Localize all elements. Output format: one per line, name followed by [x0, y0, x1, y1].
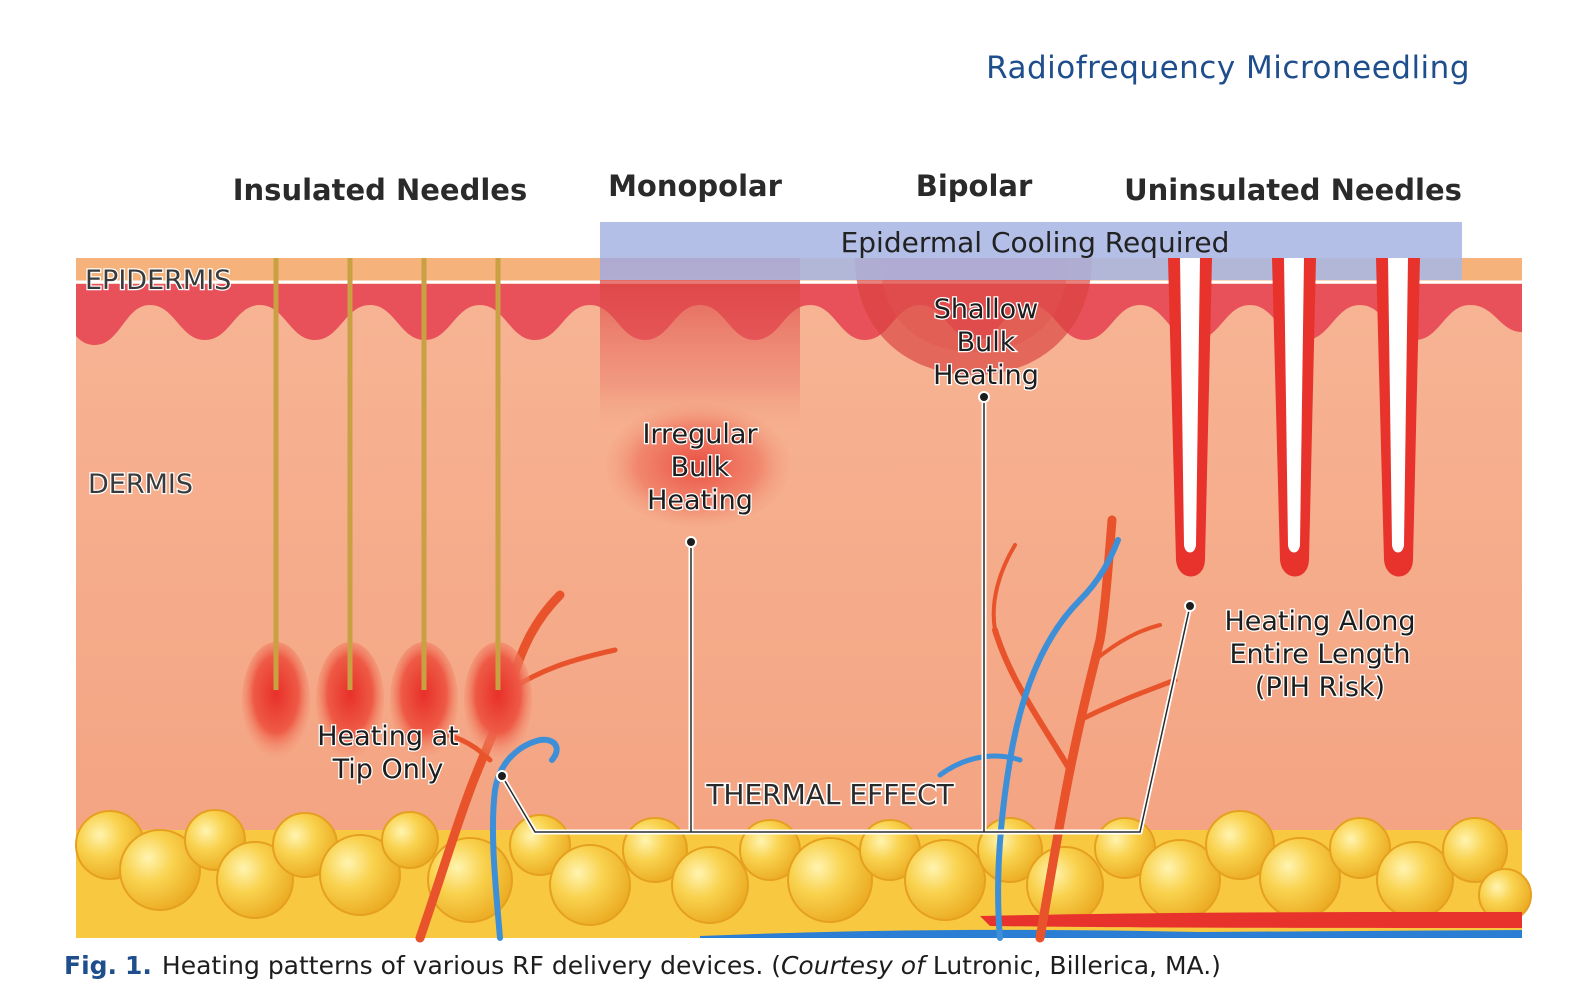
label-heating-at: Heating at	[317, 721, 459, 752]
label-irregular-heating: Heating	[647, 485, 753, 516]
caption-text: Heating patterns of various RF delivery …	[161, 951, 781, 980]
label-entire-length: Entire Length	[1229, 639, 1410, 670]
label-thermal-effect: THERMAL EFFECT	[705, 778, 954, 811]
label-shallow-heating: Heating	[933, 360, 1039, 391]
vessels-right	[937, 515, 1178, 943]
header-uninsulated-needles: Uninsulated Needles	[1124, 173, 1462, 207]
label-tip-only: Tip Only	[332, 754, 444, 785]
irregular-heat-zone	[606, 403, 790, 527]
bipolar-heat-bowl	[855, 258, 1092, 375]
running-head: Radiofrequency Microneedling	[986, 50, 1470, 86]
label-irregular: Irregular	[642, 419, 758, 450]
pointer-dot-along	[1184, 600, 1196, 612]
pointer-dot-tip	[496, 770, 508, 782]
label-pih-risk: (PIH Risk)	[1255, 672, 1385, 703]
header-insulated-needles: Insulated Needles	[233, 173, 527, 207]
label-heating-along: Heating Along	[1224, 606, 1415, 637]
pointer-dot-shallow	[978, 391, 990, 403]
uninsulated-needles	[1168, 258, 1420, 577]
figure-caption: Fig. 1. Heating patterns of various RF de…	[64, 951, 1221, 980]
cooling-banner-label: Epidermal Cooling Required	[841, 226, 1230, 259]
dermis-label: DERMIS	[88, 469, 193, 500]
bottom-vein	[700, 929, 1522, 938]
label-shallow: Shallow	[934, 294, 1038, 325]
epidermis-label: EPIDERMIS	[85, 265, 231, 296]
papillary-dermis	[76, 284, 1522, 345]
cooling-banner	[600, 222, 1462, 280]
caption-fig-number: 1.	[125, 951, 152, 980]
caption-courtesy: Courtesy of	[780, 951, 925, 980]
label-shallow-bulk: Bulk	[957, 327, 1016, 358]
caption-source: Lutronic, Billerica, MA.)	[924, 951, 1221, 980]
bottom-artery	[980, 912, 1522, 928]
caption-fig-label: Fig.	[64, 951, 118, 980]
header-monopolar: Monopolar	[608, 169, 783, 203]
thermal-effect-bracket-inner	[501, 397, 1191, 833]
insulated-needles	[242, 258, 532, 758]
header-bipolar: Bipolar	[916, 169, 1033, 203]
pointer-dot-irregular	[685, 536, 697, 548]
label-irregular-bulk: Bulk	[671, 452, 730, 483]
